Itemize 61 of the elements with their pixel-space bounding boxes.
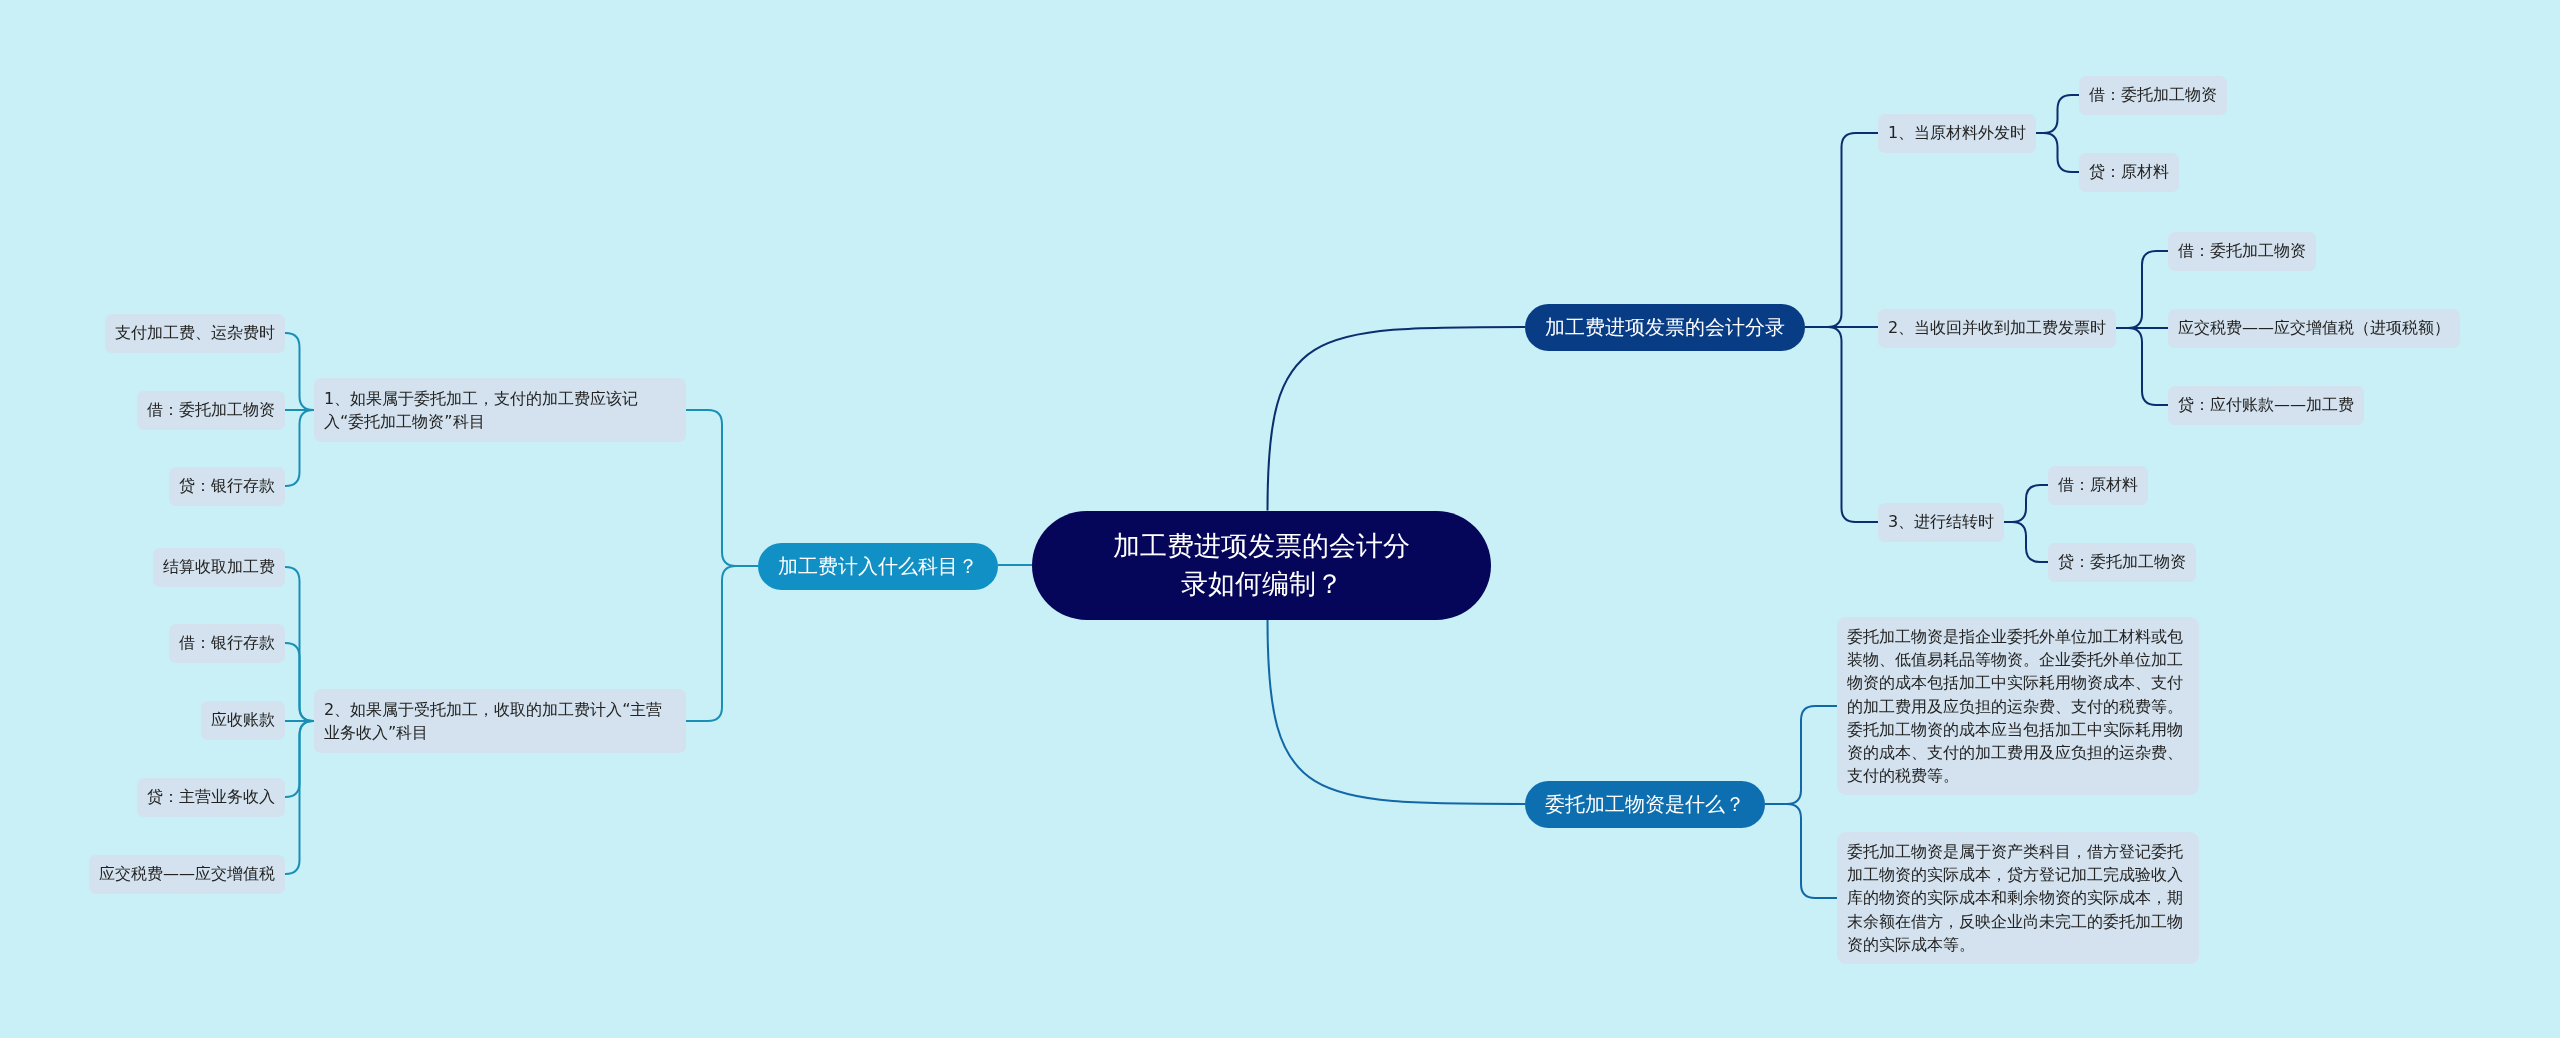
topic-text: 委托加工物资是什么？: [1545, 791, 1745, 816]
subtopic: [1878, 113, 2037, 153]
topic-text: 1、当原材料外发时: [1888, 122, 2027, 142]
topic-text: 借：委托加工物资: [2089, 84, 2217, 104]
leaf-topic: [89, 854, 285, 894]
topic-text: 结算收取加工费: [163, 556, 275, 576]
leaf-topic: [169, 623, 285, 663]
main-topic: [1525, 780, 1765, 828]
leaf-topic: [105, 313, 285, 353]
topic-text: 贷：应付账款——加工费: [2178, 394, 2354, 414]
topic-text: 委托加工物资是属于资产类科目，借方登记委托加工物资的实际成本，贷方登记加工完成验收入库的物资的实际成本和剩余物资的实际成本，期末余额在借方，反映企业尚未完工的委托加工物资的实际成本等。: [1847, 842, 2183, 954]
subtopic: [1878, 308, 2117, 348]
branch-line: [1266, 326, 1526, 512]
branch-line: [997, 564, 1033, 566]
topic-text: 应交税费——应交增值税: [99, 863, 275, 883]
topic-text: 贷：主营业务收入: [147, 786, 275, 806]
leaf-topic: [169, 466, 285, 506]
leaf-topic: [2079, 152, 2179, 192]
topic-text: 2、当收回并收到加工费发票时: [1888, 317, 2107, 337]
topic-text: 委托加工物资是指企业委托外单位加工材料或包装物、低值易耗品等物资。企业委托外单位加工物资的成本包括加工中实际耗用物资成本、支付的加工费用及应负担的运杂费、支付的税费等。委托加工物资的成本应当包括加工中实际耗用物资的成本、支付的加工费用及应负担的运杂费、支付的税费等。: [1847, 627, 2183, 786]
leaf-topic: [2168, 308, 2460, 348]
main-topic: [1525, 303, 1805, 351]
topic-text: 支付加工费、运杂费时: [115, 322, 275, 342]
topic-text: 借：银行存款: [179, 632, 275, 652]
leaf-topic: [137, 777, 285, 817]
subtopic: [1878, 502, 2005, 542]
topic-text: 1、如果属于委托加工，支付的加工费应该记入“委托加工物资”科目: [324, 389, 639, 432]
topic-text: 应交税费——应交增值税（进项税额）: [2178, 317, 2450, 337]
topic-text: 贷：原材料: [2089, 161, 2169, 181]
topic-text: 借：委托加工物资: [147, 399, 275, 419]
leaf-topic: [2168, 231, 2316, 271]
topic-text: 贷：委托加工物资: [2058, 551, 2186, 571]
topic-text: 加工费进项发票的会计分录: [1545, 314, 1785, 339]
branch-line: [1266, 618, 1526, 805]
topic-text: 加工费计入什么科目？: [778, 553, 978, 578]
topic-text: 贷：银行存款: [179, 475, 275, 495]
leaf-topic: [2048, 465, 2148, 505]
topic-text: 应收账款: [211, 709, 275, 729]
leaf-topic: [137, 390, 285, 430]
leaf-topic: [153, 547, 285, 587]
branch-line: [685, 565, 759, 722]
note-card: [1837, 832, 2199, 964]
topic-text: 借：原材料: [2058, 474, 2138, 494]
topic-text: 加工费进项发票的会计分录如何编制？: [1112, 529, 1411, 601]
topic-text: 借：委托加工物资: [2178, 240, 2306, 260]
subtopic: [314, 689, 686, 754]
leaf-topic: [201, 700, 285, 740]
leaf-topic: [2079, 75, 2227, 115]
leaf-topic: [2168, 385, 2364, 425]
topic-text: 2、如果属于受托加工，收取的加工费计入“主营业务收入”科目: [324, 700, 663, 743]
branch-line: [2003, 521, 2049, 563]
branch-line: [1804, 326, 1879, 523]
subtopic: [314, 378, 686, 443]
main-topic: [758, 542, 998, 590]
note-card: [1837, 617, 2199, 796]
branch-line: [1764, 803, 1838, 899]
branch-line: [284, 720, 315, 875]
topic-text: 3、进行结转时: [1888, 511, 1995, 531]
branch-line: [2035, 132, 2080, 173]
leaf-topic: [2048, 542, 2196, 582]
branch-line: [284, 409, 315, 487]
